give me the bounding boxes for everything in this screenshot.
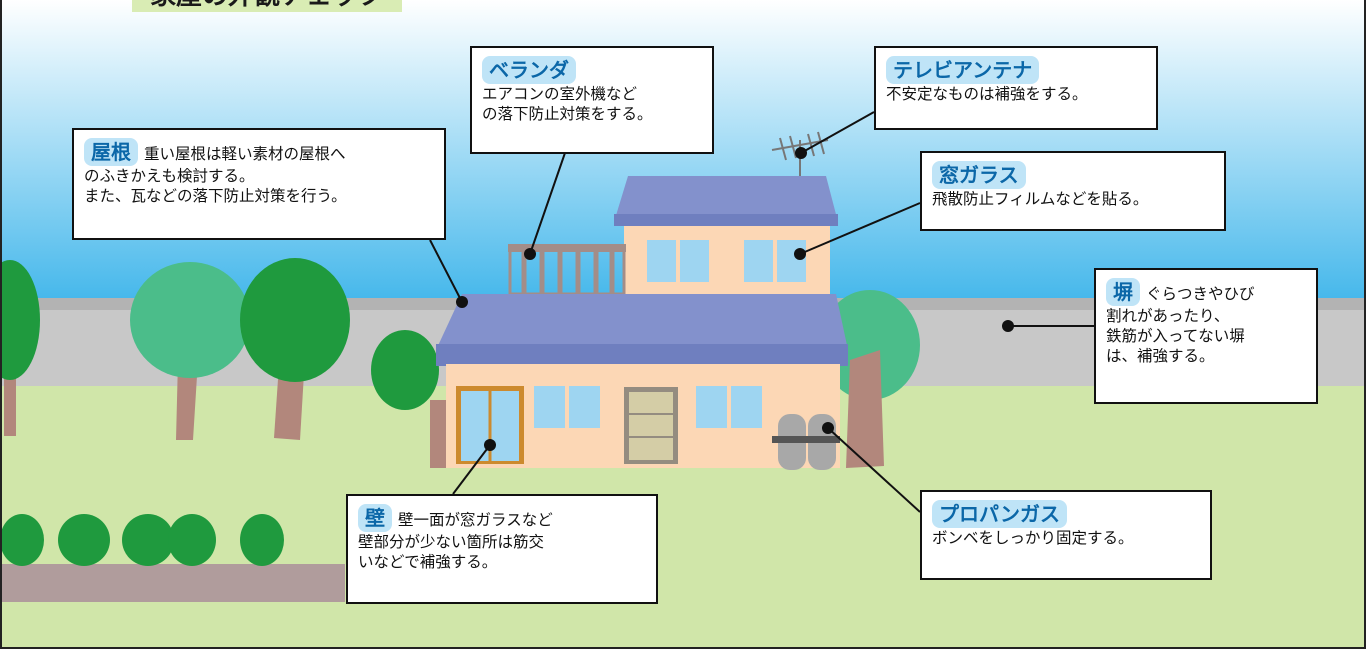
callout-antenna-tag: テレビアンテナ [886, 56, 1040, 84]
callout-window: 窓ガラス 飛散防止フィルムなどを貼る。 [920, 151, 1226, 231]
main-roof [436, 294, 848, 366]
callout-roof-text: 重い屋根は軽い素材の屋根へ のふきかえも検討する。 また、瓦などの落下防止対策を… [84, 145, 347, 205]
callout-propane-text: ボンベをしっかり固定する。 [932, 529, 1134, 547]
callout-wall-text: 壁一面が窓ガラスなど 壁部分が少ない箇所は筋交 いなどで補強する。 [358, 511, 553, 571]
callout-veranda-tag: ベランダ [482, 56, 576, 84]
callout-wall-tag: 壁 [358, 504, 392, 532]
callout-veranda: ベランダ エアコンの室外機など の落下防止対策をする。 [470, 46, 714, 154]
tv-antenna [771, 131, 829, 176]
tree-left-edge [0, 260, 40, 436]
leader-lines [429, 111, 1094, 513]
tree-left-2 [240, 258, 350, 440]
callout-propane-tag: プロパンガス [932, 500, 1067, 528]
front-low-wall [0, 564, 345, 602]
bushes [0, 514, 284, 566]
callout-antenna: テレビアンテナ 不安定なものは補強をする。 [874, 46, 1158, 130]
tree-behind-house-left [371, 330, 446, 468]
callout-antenna-text: 不安定なものは補強をする。 [886, 85, 1088, 103]
house-second-floor [614, 176, 838, 296]
callout-propane: プロパンガス ボンベをしっかり固定する。 [920, 490, 1212, 580]
tree-right [820, 290, 920, 468]
leader-dots [456, 147, 1014, 451]
callout-wall: 壁壁一面が窓ガラスなど 壁部分が少ない箇所は筋交 いなどで補強する。 [346, 494, 658, 604]
callout-fence-text: ぐらつきやひび 割れがあったり、 鉄筋が入ってない塀 は、補強する。 [1106, 285, 1255, 365]
veranda-railing [508, 244, 626, 296]
callout-fence-tag: 塀 [1106, 278, 1140, 306]
callout-fence: 塀ぐらつきやひび 割れがあったり、 鉄筋が入ってない塀 は、補強する。 [1094, 268, 1318, 404]
house-first-floor [446, 364, 840, 468]
callout-window-text: 飛散防止フィルムなどを貼る。 [932, 190, 1149, 208]
callout-roof: 屋根重い屋根は軽い素材の屋根へ のふきかえも検討する。 また、瓦などの落下防止対… [72, 128, 446, 240]
propane-tanks [772, 414, 840, 470]
callout-roof-tag: 屋根 [84, 138, 138, 166]
callout-veranda-text: エアコンの室外機など の落下防止対策をする。 [482, 85, 653, 123]
page-title: 家屋の外観チェック [132, 0, 403, 12]
tree-left-1 [130, 262, 250, 440]
callout-window-tag: 窓ガラス [932, 161, 1026, 189]
